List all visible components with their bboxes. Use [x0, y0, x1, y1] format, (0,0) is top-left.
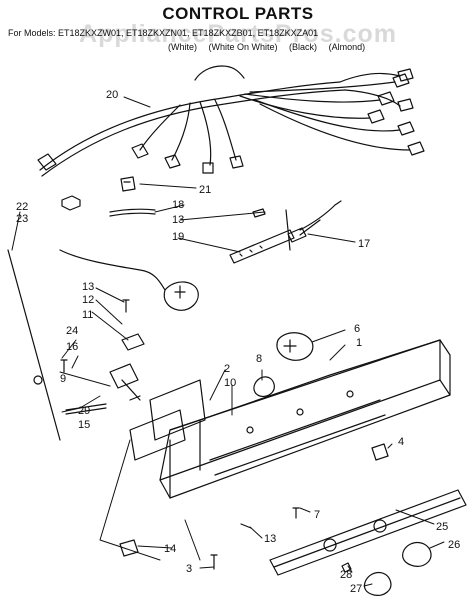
label-9: 9 [60, 373, 66, 385]
watermark: AppliancePartsPros.com [79, 20, 397, 48]
part-21-clip [120, 176, 136, 192]
label-19: 19 [172, 231, 184, 243]
label-4: 4 [398, 436, 404, 448]
part-14-clip [119, 539, 139, 557]
control-housing [129, 339, 451, 499]
part-13-screw-left [122, 299, 130, 313]
label-3: 3 [186, 563, 192, 575]
label-13-left: 13 [82, 281, 94, 293]
label-6: 6 [354, 323, 360, 335]
part-28-screw [341, 562, 352, 573]
part-22-bracket [61, 195, 81, 211]
label-22: 22 [16, 201, 28, 213]
wiring-harness [37, 65, 425, 177]
models-line: For Models: ET18ZKXZW01, ET18ZKXZN01, ET… [8, 28, 319, 38]
part-17-thermistor [287, 200, 342, 243]
label-13-upper: 13 [172, 214, 184, 226]
label-16: 16 [66, 341, 78, 353]
leader-lines [11, 96, 445, 587]
label-25: 25 [436, 521, 448, 533]
label-28: 28 [340, 569, 352, 581]
label-18: 18 [172, 199, 184, 211]
variant-white: (White) [168, 42, 197, 52]
label-2: 2 [224, 363, 230, 375]
part-26-knob [402, 541, 432, 567]
label-27: 27 [350, 583, 362, 595]
label-21: 21 [199, 184, 211, 196]
part-23-rod [7, 249, 61, 441]
label-15: 15 [78, 419, 90, 431]
variant-almond: (Almond) [328, 42, 366, 52]
label-1: 1 [356, 337, 362, 349]
label-11: 11 [82, 309, 93, 321]
part-19-sensor [229, 229, 295, 264]
part-9-control [163, 281, 199, 311]
part-18-tube [109, 208, 156, 217]
label-26: 26 [448, 539, 460, 551]
label-20: 20 [106, 89, 118, 101]
part-13-screw-upper [252, 208, 266, 218]
part-11-bracket [121, 333, 145, 351]
part-27-knob [363, 571, 392, 596]
part-7-screw [292, 507, 300, 519]
part-13-screw-lower [240, 523, 252, 529]
part-29-linkage [65, 403, 107, 415]
part-25-panel [269, 489, 467, 576]
variant-white-on-white: (White On White) [208, 42, 278, 52]
label-7: 7 [314, 509, 320, 521]
part-16-screw [60, 359, 68, 373]
diagram-title: CONTROL PARTS [162, 4, 314, 23]
part-24-washer [33, 375, 43, 385]
variant-black: (Black) [289, 42, 318, 52]
label-12: 12 [82, 294, 94, 306]
label-24: 24 [66, 325, 78, 337]
part-labels: 20 21 22 23 18 13 19 17 13 12 11 24 16 9… [16, 89, 460, 595]
label-13-lower: 13 [264, 533, 276, 545]
label-23: 23 [16, 213, 28, 225]
label-10: 10 [224, 377, 236, 389]
label-14: 14 [164, 543, 176, 555]
part-control-knob [109, 363, 141, 401]
label-8: 8 [256, 353, 262, 365]
label-29: 29 [78, 405, 90, 417]
part-8-knob [253, 376, 275, 397]
part-6-control [276, 332, 314, 361]
label-17: 17 [358, 238, 370, 250]
color-variants: (White) (White On White) (Black) (Almond… [168, 42, 374, 52]
part-4-clip [371, 443, 389, 461]
